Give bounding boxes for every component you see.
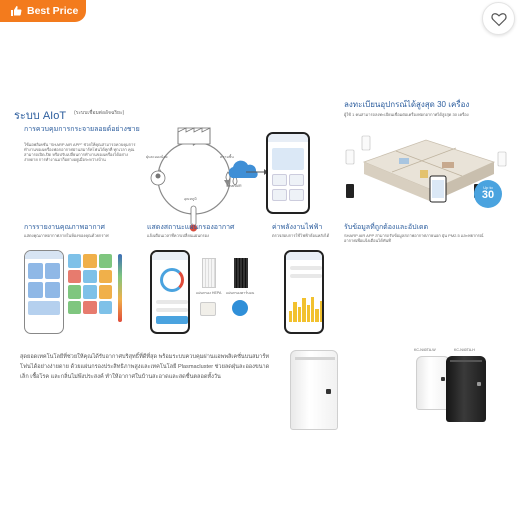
feature-3-body: ตรวจสอบการใช้ไฟฟ้าย้อนหลังได้ [272, 233, 330, 238]
house-floorplan-image [345, 135, 507, 203]
energy-bar-chart [289, 294, 322, 322]
control30-body: ผู้ใช้ 1 คนสามารถลงทะเบียนเชื่อมต่อเครื่… [344, 112, 469, 117]
person-icon [150, 170, 166, 186]
air-quality-scale [118, 254, 122, 322]
cycle-label-humidity: ความชื้น [220, 155, 234, 159]
feature-1-body: แสดงคุณภาพอากาศภายในห้องของคุณด้วยกราฟ [24, 233, 109, 238]
heart-icon [490, 12, 507, 26]
filter-box-image [200, 302, 216, 316]
favorite-button[interactable] [482, 2, 515, 35]
feature-2-body: แจ้งเตือนเวลาที่ควรเปลี่ยนแผ่นกรอง [147, 233, 210, 238]
model-label-white: KC-N40TA-W [414, 348, 436, 352]
aiot-cycle-diagram [150, 127, 238, 232]
carbon-filter-label: แผ่นกรองคาร์บอน [226, 291, 255, 295]
cloud-icon [228, 160, 258, 178]
best-price-badge: Best Price [0, 0, 86, 22]
arrow-icon [246, 169, 268, 175]
factory-icon [177, 127, 211, 145]
thumbs-up-icon [11, 6, 22, 16]
up-to-30-badge: Up to 30 [474, 180, 502, 208]
feature-4-title: รับข้อมูลที่ถูกต้องและอัปเดต [344, 224, 429, 231]
purifier-black-image [446, 356, 486, 422]
air-quality-tiles [68, 254, 112, 314]
cloud-label: SmartAIR [226, 184, 242, 188]
phone-app-main [266, 132, 310, 214]
phone-air-report [24, 250, 64, 334]
phone-energy-usage [284, 250, 324, 334]
product-poster: ระบบ AIoT (ระบบเชื่อมต่ออัจฉริยะ) การควบ… [14, 92, 508, 434]
phone-filter-status [150, 250, 190, 334]
model-label-black: KC-N40TA-H [454, 348, 475, 352]
carbon-filter-image [234, 258, 248, 288]
purifier-white-front-image [290, 350, 338, 430]
control30-heading: ลงทะเบียนอุปกรณ์ได้สูงสุด 30 เครื่อง [344, 100, 470, 109]
aiot-subtitle: (ระบบเชื่อมต่ออัจฉริยะ) [74, 110, 125, 116]
feature-2-title: แสดงสถานะแผ่นกรองอากาศ [147, 224, 235, 231]
bottom-description: สุดยอดเทคโนโลยีที่ช่วยให้คุณได้รับอากาศบ… [20, 354, 270, 380]
purifier-white-small-image [416, 356, 450, 410]
up-to-value: 30 [481, 189, 495, 201]
up-to-label: Up to [483, 185, 493, 190]
hepa-filter-image [202, 258, 216, 288]
feature-1-title: การรายงานคุณภาพอากาศ [24, 224, 105, 231]
thermometer-icon [190, 205, 197, 232]
badge-label: Best Price [27, 5, 79, 17]
cycle-label-temp: อุณหภูมิ [184, 197, 197, 201]
humidifier-filter-image [232, 300, 248, 316]
aiot-body: ใช้แอพลิเคชั่น "SHARP AIR APP" ช่วยให้คุ… [24, 142, 136, 162]
aiot-title: ระบบ AIoT [14, 110, 67, 122]
hepa-filter-label: แผ่นกรอง HEPA [196, 291, 222, 295]
feature-3-title: ค่าพลังงานไฟฟ้า [272, 224, 323, 231]
feature-4-body: SHARP AIR APP สามารถรับข้อมูลสภาพอากาศภา… [344, 233, 484, 243]
cycle-label-dust: ฝุ่นละอองน้อย [146, 155, 168, 159]
aiot-heading: การควบคุมการกระจายลอยด์อย่างชาย [24, 126, 140, 133]
